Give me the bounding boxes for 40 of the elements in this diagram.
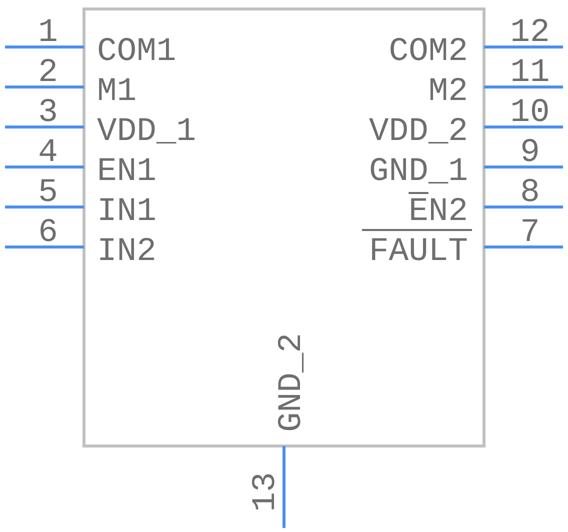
pin-number: 9	[522, 138, 538, 162]
pin-line	[5, 46, 84, 48]
pin-number: 8	[522, 178, 538, 202]
pin-name: M1	[99, 78, 136, 100]
pin-name: VDD_2	[369, 118, 466, 144]
pin-line	[484, 165, 563, 168]
pin-name: EN2	[411, 198, 466, 220]
ic-body	[82, 8, 486, 448]
pin-name: COM1	[98, 38, 175, 60]
pin-line	[5, 205, 84, 208]
pin-number: 13	[252, 474, 274, 510]
pin-name: GND_2	[278, 335, 304, 430]
pin-line	[5, 245, 84, 248]
pin-name: IN1	[100, 198, 155, 220]
pin-line	[484, 126, 563, 128]
pin-name: M2	[430, 78, 466, 100]
pin-number: 12	[512, 18, 548, 41]
pin-name: GND_1	[370, 158, 466, 184]
pin-number: 1	[40, 19, 56, 41]
pin-name: COM2	[390, 38, 466, 60]
pin-name: FAULT	[372, 238, 467, 260]
pin-line	[484, 205, 563, 208]
pin-name: VDD_1	[97, 118, 194, 144]
pin-line	[5, 86, 84, 88]
pin-number: 7	[522, 219, 538, 241]
pin-line	[484, 245, 563, 248]
pin-name: EN1	[100, 158, 155, 180]
pin-number: 10	[512, 98, 548, 122]
pin-number: 11	[512, 59, 548, 81]
pin-line	[5, 126, 84, 128]
pin-number: 6	[40, 218, 56, 242]
pin-line	[282, 446, 286, 528]
pin-name: IN2	[100, 238, 154, 260]
pin-number: 3	[40, 98, 56, 122]
pin-number: 4	[40, 139, 56, 161]
pin-number: 5	[40, 179, 56, 202]
pin-line	[484, 86, 563, 88]
pin-line	[5, 165, 84, 168]
pin-number: 2	[40, 58, 56, 81]
pin-line	[484, 46, 563, 48]
